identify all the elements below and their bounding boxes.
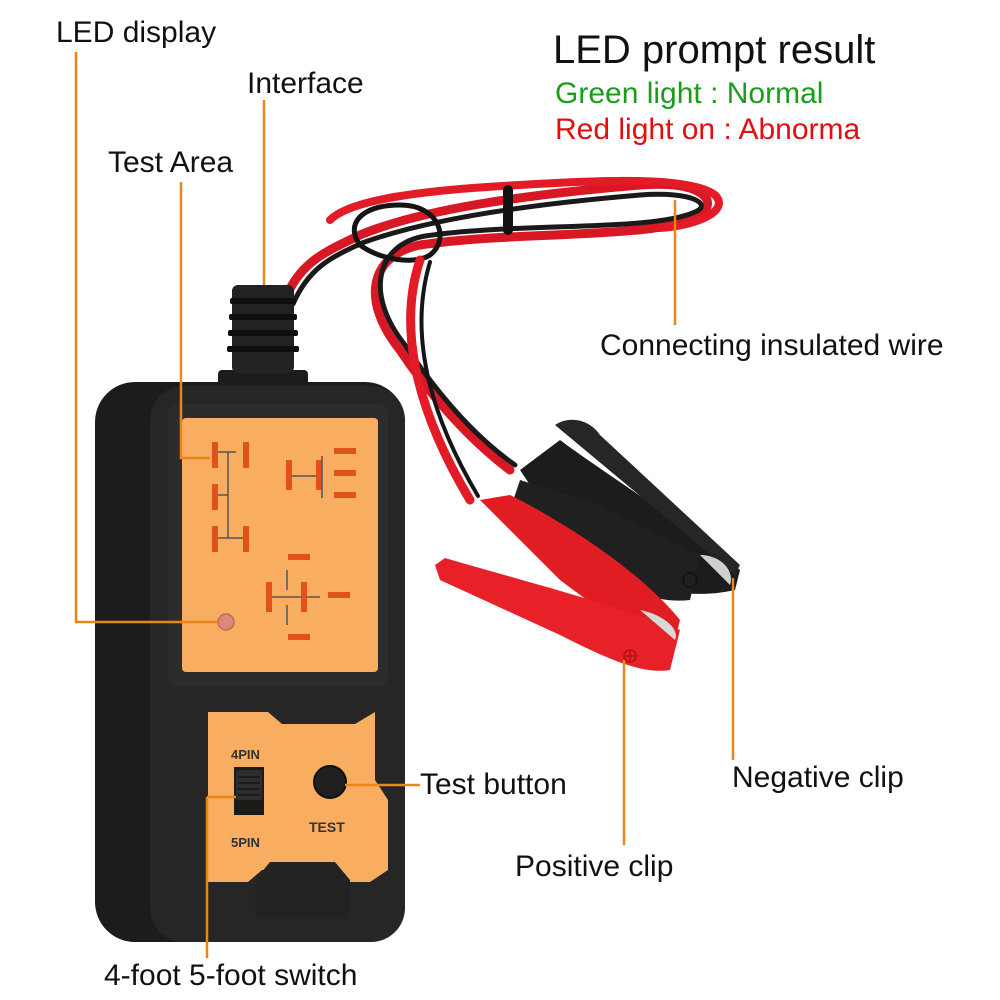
test-button-knob: [313, 765, 347, 799]
connecting-wire: [280, 176, 723, 505]
control-panel: [208, 712, 388, 882]
legend-green-normal: Green light : Normal: [555, 77, 824, 110]
callout-led-display: LED display: [56, 16, 217, 49]
test-area-panel: [182, 418, 378, 672]
positive-clip: [435, 495, 680, 671]
negative-clip: [510, 419, 740, 601]
legend-title: LED prompt result: [553, 28, 876, 72]
callout-negative-clip: Negative clip: [732, 761, 904, 794]
leader-lines: [74, 52, 735, 958]
callout-test-button: Test button: [420, 768, 567, 801]
interface-connector: [218, 285, 308, 392]
callout-test-area: Test Area: [108, 146, 234, 179]
callout-positive-clip: Positive clip: [515, 850, 674, 883]
callout-connecting-wire: Connecting insulated wire: [600, 329, 944, 362]
legend-red-abnormal: Red light on : Abnorma: [555, 113, 861, 146]
device-body: [95, 382, 405, 942]
led-indicator: [217, 613, 235, 631]
callout-pin-switch: 4-foot 5-foot switch: [104, 959, 358, 992]
callout-interface: Interface: [247, 67, 364, 100]
button-label: TEST: [309, 819, 345, 835]
switch-bottom-label: 5PIN: [231, 835, 260, 850]
switch-top-label: 4PIN: [231, 747, 260, 762]
